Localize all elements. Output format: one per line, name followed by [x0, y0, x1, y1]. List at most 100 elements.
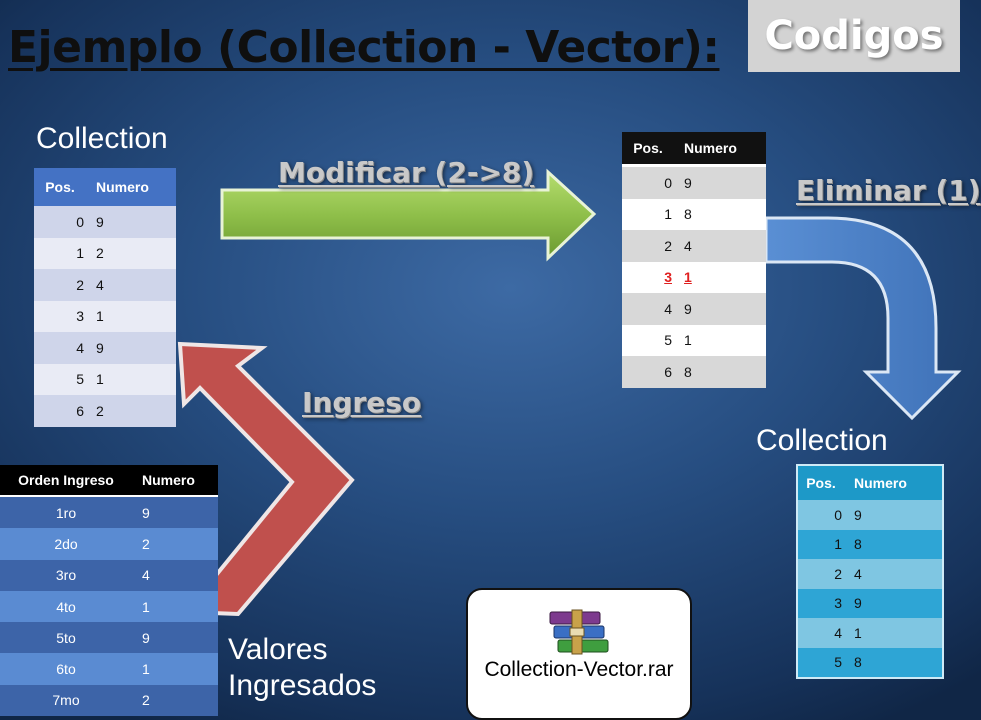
- cell-numero: 1: [86, 300, 176, 332]
- codigos-tab[interactable]: Codigos: [748, 0, 960, 72]
- cell-position: 1: [622, 198, 674, 230]
- cell-position: 3: [798, 588, 844, 618]
- cell-numero: 1: [674, 261, 766, 293]
- modificar-arrow: [220, 168, 597, 262]
- cell-numero: 9: [844, 500, 942, 530]
- header-pos: Pos.: [622, 132, 674, 167]
- cell-numero: 8: [844, 529, 942, 559]
- cell-position: 0: [622, 165, 674, 199]
- rar-file-box[interactable]: Collection-Vector.rar: [466, 588, 692, 720]
- cell-position: 4: [798, 618, 844, 648]
- rar-file-name[interactable]: Collection-Vector.rar: [484, 658, 674, 681]
- eliminar-arrow: [764, 216, 962, 421]
- cell-position: 4to: [0, 590, 132, 623]
- cell-numero: 9: [86, 206, 176, 238]
- cell-position: 0: [798, 500, 844, 530]
- cell-numero: 8: [674, 356, 766, 388]
- header-orden-ingreso: Orden Ingreso: [0, 465, 132, 497]
- cell-position: 5: [622, 324, 674, 356]
- cell-numero: 2: [86, 395, 176, 427]
- cell-position: 5to: [0, 622, 132, 654]
- cell-numero: 9: [132, 496, 218, 529]
- collection-label-right: Collection: [756, 424, 888, 457]
- modificar-label: Modificar (2->8): [278, 156, 535, 189]
- header-pos: Pos.: [34, 168, 86, 206]
- cell-numero: 2: [132, 528, 218, 560]
- cell-numero: 1: [844, 618, 942, 648]
- cell-numero: 4: [844, 559, 942, 589]
- cell-position: 7mo: [0, 684, 132, 717]
- header-pos: Pos.: [798, 466, 844, 500]
- cell-numero: 8: [844, 647, 942, 677]
- cell-position: 2: [798, 559, 844, 589]
- cell-position: 2: [34, 269, 86, 301]
- valores-ingresados-label: Valores Ingresados: [228, 632, 376, 704]
- cell-position: 3ro: [0, 559, 132, 591]
- cell-numero: 9: [674, 293, 766, 325]
- cell-numero: 1: [132, 653, 218, 685]
- collection-label-left: Collection: [36, 122, 168, 155]
- page-title: Ejemplo (Collection - Vector):: [8, 22, 720, 73]
- cell-position: 1: [34, 237, 86, 269]
- cell-position: 5: [798, 647, 844, 677]
- eliminar-label: Eliminar (1): [796, 174, 981, 207]
- cell-position: 3: [34, 300, 86, 332]
- cell-numero: 1: [86, 363, 176, 395]
- cell-numero: 2: [132, 684, 218, 717]
- header-numero: Numero: [132, 465, 218, 497]
- header-numero: Numero: [844, 466, 942, 500]
- cell-position: 3: [622, 261, 674, 293]
- cell-numero: 1: [674, 324, 766, 356]
- header-numero: Numero: [86, 168, 176, 206]
- cell-numero: 9: [86, 332, 176, 364]
- winrar-archive-icon: [549, 609, 609, 655]
- cell-position: 6to: [0, 653, 132, 685]
- cell-position: 2: [622, 230, 674, 262]
- cell-position: 2do: [0, 528, 132, 560]
- arrows-layer: [177, 168, 962, 617]
- cell-numero: 1: [132, 590, 218, 623]
- ingreso-label: Ingreso: [302, 386, 422, 419]
- cell-position: 0: [34, 206, 86, 238]
- cell-numero: 4: [674, 230, 766, 262]
- cell-numero: 2: [86, 237, 176, 269]
- valores-line1: Valores: [228, 633, 328, 666]
- cell-numero: 9: [674, 165, 766, 199]
- cell-position: 6: [34, 395, 86, 427]
- valores-line2: Ingresados: [228, 669, 377, 702]
- cell-position: 4: [622, 293, 674, 325]
- cell-position: 1ro: [0, 496, 132, 529]
- header-numero: Numero: [674, 132, 766, 167]
- cell-numero: 4: [86, 269, 176, 301]
- cell-position: 4: [34, 332, 86, 364]
- cell-numero: 4: [132, 559, 218, 591]
- cell-position: 6: [622, 356, 674, 388]
